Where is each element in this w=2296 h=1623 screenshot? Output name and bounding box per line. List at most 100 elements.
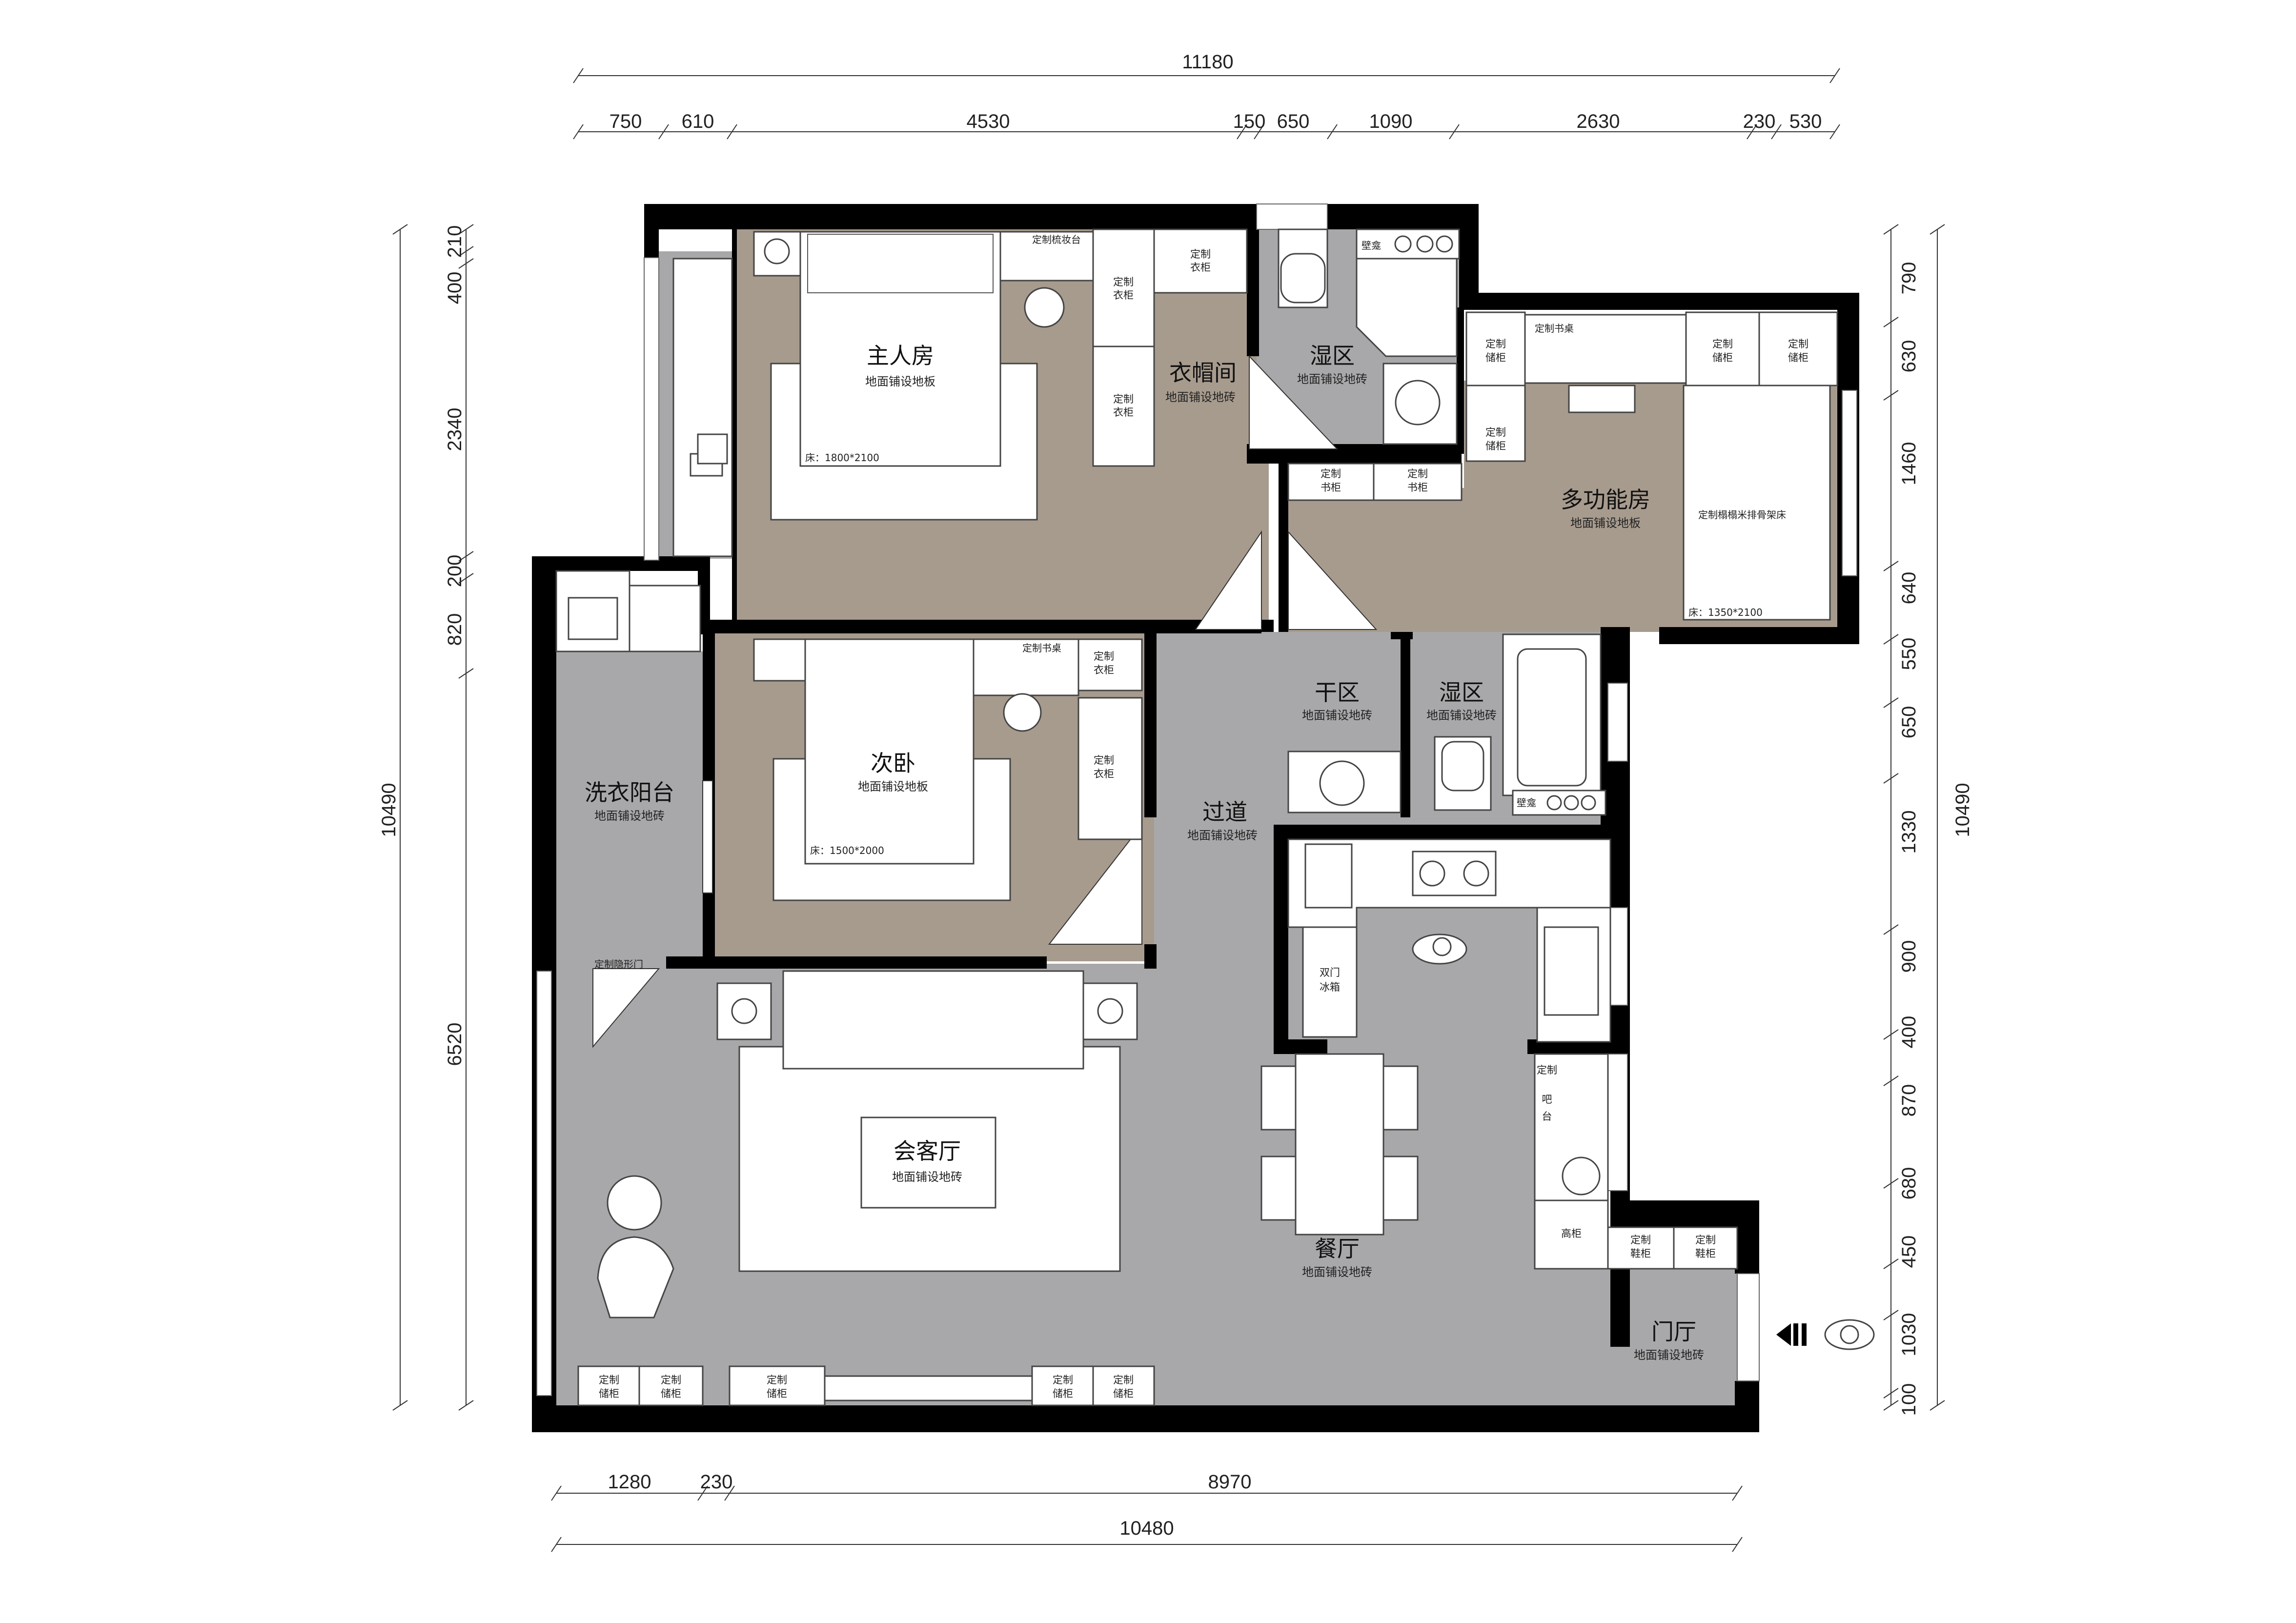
tick-top-2 — [727, 124, 737, 140]
svg-text:定制书桌: 定制书桌 — [1022, 642, 1061, 654]
svg-text:定制: 定制 — [599, 1374, 619, 1386]
tick-left-0 — [458, 224, 474, 235]
svg-text:吧: 吧 — [1542, 1094, 1552, 1105]
svg-text:定制: 定制 — [767, 1374, 787, 1386]
dim-top-3: 150 — [1233, 111, 1266, 132]
tick-left-4 — [458, 573, 474, 584]
svg-text:定制: 定制 — [1113, 1374, 1134, 1386]
second-bed-size: 床：1500*2000 — [810, 845, 884, 856]
dim-left-3: 200 — [444, 555, 466, 588]
tick-top-total-0 — [573, 68, 584, 83]
master-floor: 地面铺设地板 — [865, 375, 935, 388]
master-wardrobes: 定制 衣柜 定制 衣柜 定制 衣柜 衣帽间 地面铺设地砖 — [1092, 228, 1248, 467]
svg-text:衣柜: 衣柜 — [1094, 664, 1114, 676]
tick-right-8 — [1883, 1029, 1899, 1040]
tick-right-9 — [1883, 1075, 1899, 1086]
tick-right-total-1 — [1930, 1400, 1945, 1411]
tick-bottom-3 — [1732, 1485, 1743, 1501]
dim-left-0: 400 — [444, 272, 466, 304]
tick-top-3 — [1237, 124, 1247, 140]
tick-right-0 — [1883, 224, 1899, 235]
laundry-fixtures: 洗衣阳台 地面铺设地砖 — [555, 570, 701, 823]
tick-right-4 — [1883, 634, 1899, 645]
kitchen: 双门 冰箱 — [1287, 838, 1611, 1043]
svg-text:650: 650 — [1898, 706, 1920, 739]
tick-left-6 — [458, 1400, 474, 1411]
dining-floor: 地面铺设地砖 — [1302, 1265, 1372, 1279]
svg-text:鞋柜: 鞋柜 — [1630, 1248, 1651, 1259]
windows — [536, 203, 1857, 1396]
svg-text:定制: 定制 — [1113, 276, 1134, 288]
dry-wet2: 壁龛 干区 地面铺设地砖 湿区 地面铺设地砖 — [1287, 633, 1606, 816]
dim-top-total: 11180 — [1182, 51, 1233, 73]
bar-cabinets: 定制 吧 台 高柜 定制 鞋柜 定制 鞋柜 — [1534, 1053, 1738, 1270]
tick-left-total-0 — [392, 224, 408, 235]
dim-left-4: 820 — [444, 613, 466, 646]
svg-text:储柜: 储柜 — [661, 1388, 681, 1400]
svg-text:定制: 定制 — [1485, 338, 1506, 350]
svg-text:定制: 定制 — [1407, 468, 1428, 480]
svg-text:定制: 定制 — [1485, 426, 1506, 438]
tick-left-1 — [458, 246, 474, 257]
svg-text:定制: 定制 — [1190, 248, 1211, 260]
dim-top-8: 530 — [1789, 111, 1822, 132]
dim-bottom-1: 230 — [700, 1471, 733, 1493]
svg-text:定制: 定制 — [1630, 1234, 1651, 1246]
tick-top-5 — [1327, 124, 1338, 140]
wet2-name: 湿区 — [1439, 679, 1484, 706]
svg-text:630: 630 — [1898, 340, 1920, 373]
dining-name: 餐厅 — [1315, 1236, 1360, 1262]
tick-left-3 — [458, 551, 474, 562]
svg-text:870: 870 — [1898, 1084, 1920, 1117]
tick-top-total-1 — [1829, 68, 1840, 83]
tick-top-7 — [1747, 124, 1757, 140]
dim-top-7: 230 — [1743, 111, 1776, 132]
multi-bed-label: 定制榻榻米排骨架床 — [1698, 509, 1786, 521]
hidden-door-label: 定制隐形门 — [594, 958, 643, 970]
basin-icon — [1395, 380, 1441, 426]
right-dims: 790 630 1460 640 550 650 1330 900 400 87… — [1898, 262, 1973, 1416]
svg-text:主人房: 主人房 — [867, 343, 934, 369]
tick-top-9 — [1829, 124, 1840, 140]
svg-text:壁龛: 壁龛 — [1361, 240, 1381, 251]
svg-text:衣柜: 衣柜 — [1113, 406, 1134, 418]
second-name: 次卧 — [871, 750, 915, 776]
svg-text:定制: 定制 — [1695, 1234, 1716, 1246]
tick-top-6 — [1449, 124, 1460, 140]
svg-text:640: 640 — [1898, 572, 1920, 605]
person-icon — [1412, 933, 1467, 965]
lamp-icon — [1024, 287, 1065, 328]
wet2-floor: 地面铺设地砖 — [1426, 709, 1497, 722]
master-bed-size: 床：1800*2100 — [805, 452, 879, 464]
svg-text:550: 550 — [1898, 638, 1920, 670]
dim-bottom-2: 8970 — [1208, 1471, 1252, 1493]
svg-text:冰箱: 冰箱 — [1320, 981, 1340, 993]
tick-bottom-total-1 — [1732, 1537, 1743, 1552]
svg-text:壁龛: 壁龛 — [1517, 797, 1536, 809]
left-dims: 400 210 2340 200 820 10490 6520 — [378, 225, 466, 1066]
svg-text:储柜: 储柜 — [1485, 352, 1506, 364]
tick-right-1 — [1883, 317, 1899, 327]
dim-left-2: 2340 — [444, 408, 466, 451]
svg-text:储柜: 储柜 — [1788, 352, 1808, 364]
svg-text:储柜: 储柜 — [767, 1388, 787, 1400]
svg-text:100: 100 — [1898, 1383, 1920, 1416]
svg-text:衣柜: 衣柜 — [1094, 768, 1114, 780]
living-floor: 地面铺设地砖 — [892, 1170, 962, 1184]
svg-text:储柜: 储柜 — [1113, 1388, 1134, 1400]
svg-text:衣柜: 衣柜 — [1113, 289, 1134, 301]
svg-text:储柜: 储柜 — [599, 1388, 619, 1400]
multi-floor: 地面铺设地板 — [1570, 516, 1641, 530]
lamp-icon-2 — [1003, 693, 1042, 732]
tick-bottom-0 — [551, 1485, 562, 1501]
tick-bottom-total-0 — [551, 1537, 562, 1552]
doors — [592, 355, 1378, 1048]
tick-right-11 — [1883, 1258, 1899, 1269]
dimension-ticks — [392, 68, 1945, 1552]
master-bed: 主人房 地面铺设地板 床：1800*2100 定制梳妆台 — [753, 231, 1094, 521]
toilet-icon — [1280, 253, 1326, 304]
svg-text:定制: 定制 — [1113, 393, 1134, 405]
dresser-label: 定制梳妆台 — [1032, 234, 1081, 245]
person-icon-entry — [1824, 1319, 1875, 1350]
toilet-icon-2 — [1441, 741, 1484, 791]
